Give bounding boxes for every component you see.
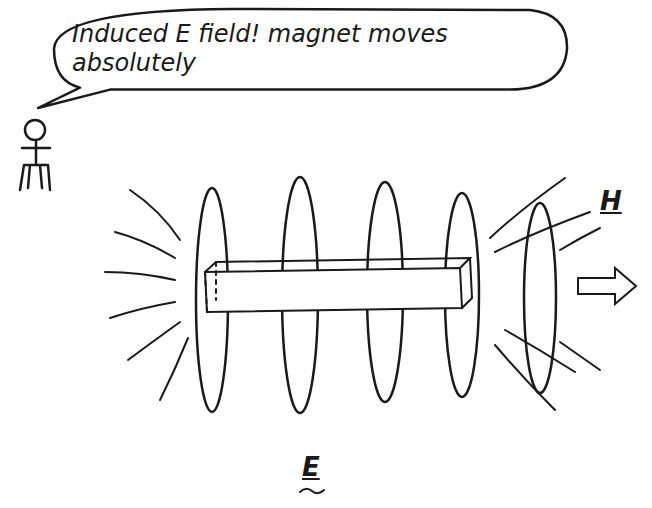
h-field-lines [105,178,600,410]
stick-figure [20,142,50,190]
figure-head [25,120,45,140]
field-label: E [300,452,322,482]
speech-text: Induced E field! magnet moves absolutely [50,6,570,92]
bar-magnet [205,258,472,312]
tilde-mark [300,489,324,494]
field-label: H [598,186,624,216]
e-field-loops [196,177,556,413]
motion-arrow [578,268,636,304]
speech-bubble: Induced E field! magnet moves absolutely [50,6,570,92]
